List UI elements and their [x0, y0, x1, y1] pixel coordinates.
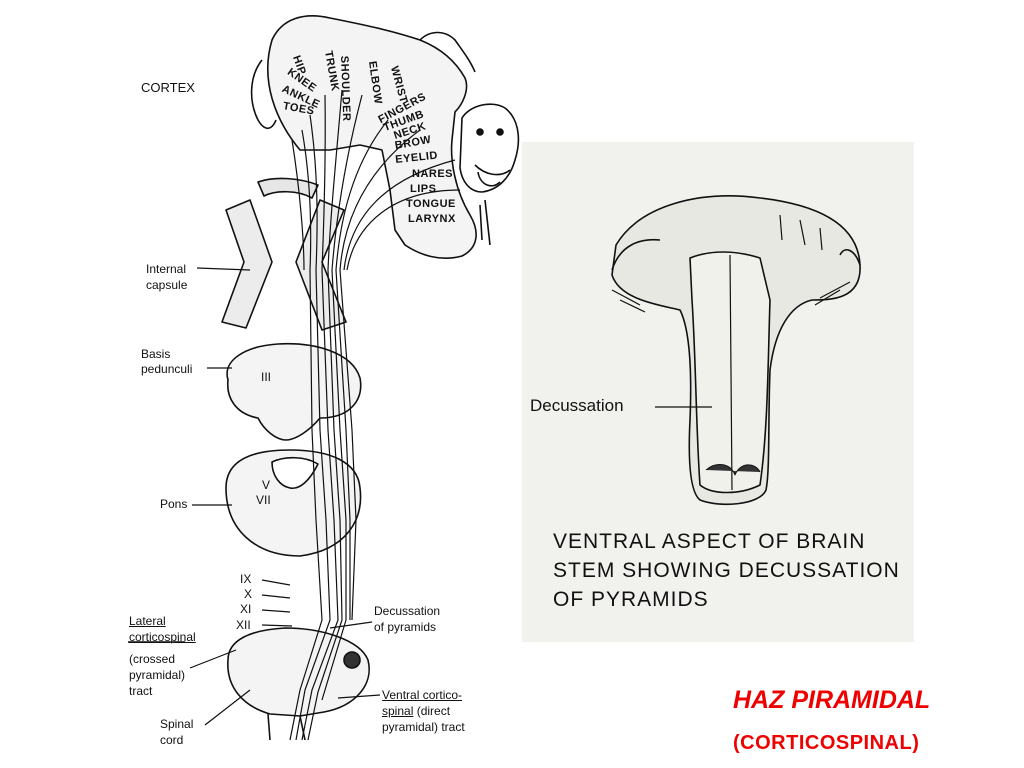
lateral-tract-label-5: tract	[129, 684, 153, 698]
right-decussation-label: Decussation	[530, 396, 624, 415]
caption-line-3: OF PYRAMIDS	[553, 588, 709, 611]
internal-capsule-label-1: Internal	[146, 262, 187, 276]
right-caption: VENTRAL ASPECT OF BRAIN STEM SHOWING DEC…	[553, 527, 900, 614]
homunculus-nares: NARES	[412, 168, 454, 180]
lateral-tract-label-2: corticospinal	[129, 630, 196, 644]
lateral-tract-label-4: pyramidal)	[129, 668, 186, 682]
caption-line-1: VENTRAL ASPECT OF BRAIN	[553, 530, 866, 553]
cortex-label: CORTEX	[141, 80, 195, 95]
basis-pedunculi-label-2: pedunculi	[141, 362, 193, 376]
ventral-tract-label-1: Ventral cortico-	[382, 688, 463, 702]
nerve-v-label: V	[262, 478, 271, 492]
homunculus-face	[459, 103, 520, 193]
spinal-cord-label-2: cord	[160, 733, 184, 747]
caption-line-2: STEM SHOWING DECUSSATION	[553, 559, 900, 582]
nerve-xii-label: XII	[236, 618, 251, 632]
homunculus-lips: LIPS	[410, 183, 437, 195]
ventral-tract-label-3: pyramidal) tract	[382, 720, 465, 734]
slide-subtitle: (CORTICOSPINAL)	[733, 732, 920, 754]
homunculus-tongue: TONGUE	[406, 198, 456, 210]
pons-label: Pons	[160, 497, 188, 511]
lateral-tract-label-1: Lateral	[129, 614, 166, 628]
homunculus-larynx: LARYNX	[408, 213, 456, 225]
cortex-outline	[266, 15, 477, 260]
ventral-tract-label-2: spinal (direct	[382, 704, 451, 718]
nerve-vii-label: VII	[256, 493, 271, 507]
basis-pedunculi-label-1: Basis	[141, 347, 171, 361]
decussation-label-2: of pyramids	[374, 620, 437, 634]
homunculus-shoulder: SHOULDER	[338, 55, 353, 122]
internal-capsule-left	[221, 199, 273, 329]
nerve-ix-label: IX	[240, 572, 252, 586]
midbrain-section	[226, 342, 362, 441]
nerve-x-label: X	[244, 587, 253, 601]
internal-capsule-label-2: capsule	[146, 278, 188, 292]
decussation-label-1: Decussation	[374, 604, 441, 618]
lateral-tract-label-3: (crossed	[129, 652, 176, 666]
slide-title: HAZ PIRAMIDAL	[733, 686, 931, 714]
spinal-cord-section	[227, 627, 370, 717]
nerve-iii-label: III	[261, 370, 272, 384]
nerve-xi-label: XI	[240, 602, 252, 616]
spinal-cord-label-1: Spinal	[160, 717, 194, 731]
